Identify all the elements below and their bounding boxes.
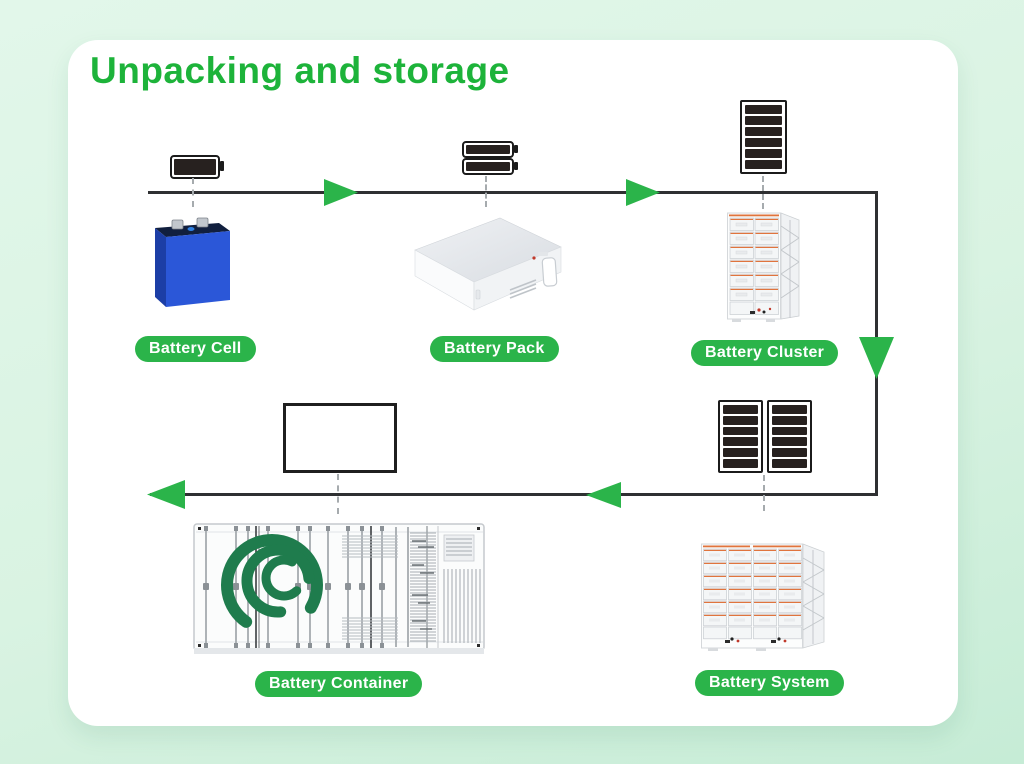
battery-stack-6-icon (740, 100, 787, 174)
dashed-connector (192, 178, 194, 207)
battery-pack-label: Battery Pack (430, 336, 559, 362)
battery-system-label: Battery System (695, 670, 844, 696)
container-logo-swirl (221, 534, 323, 636)
dashed-connector (763, 475, 765, 511)
battery-container-label: Battery Container (255, 671, 423, 697)
dashed-connector (485, 176, 487, 207)
flow-line-bottom (150, 493, 878, 496)
dashed-connector (762, 176, 764, 209)
battery-cluster-label: Battery Cluster (691, 340, 839, 366)
flow-line-top (148, 191, 878, 194)
battery-system-image (701, 543, 825, 651)
battery-container-image (193, 523, 485, 654)
empty-box-outline-icon (283, 403, 397, 473)
battery-cell-label: Battery Cell (135, 336, 256, 362)
page-title: Unpacking and storage (90, 50, 510, 91)
battery-cluster-image (727, 212, 800, 322)
battery-cell-image (155, 217, 230, 307)
single-battery-icon (170, 155, 224, 179)
dashed-connector (337, 474, 339, 514)
battery-pack-image (414, 217, 562, 311)
